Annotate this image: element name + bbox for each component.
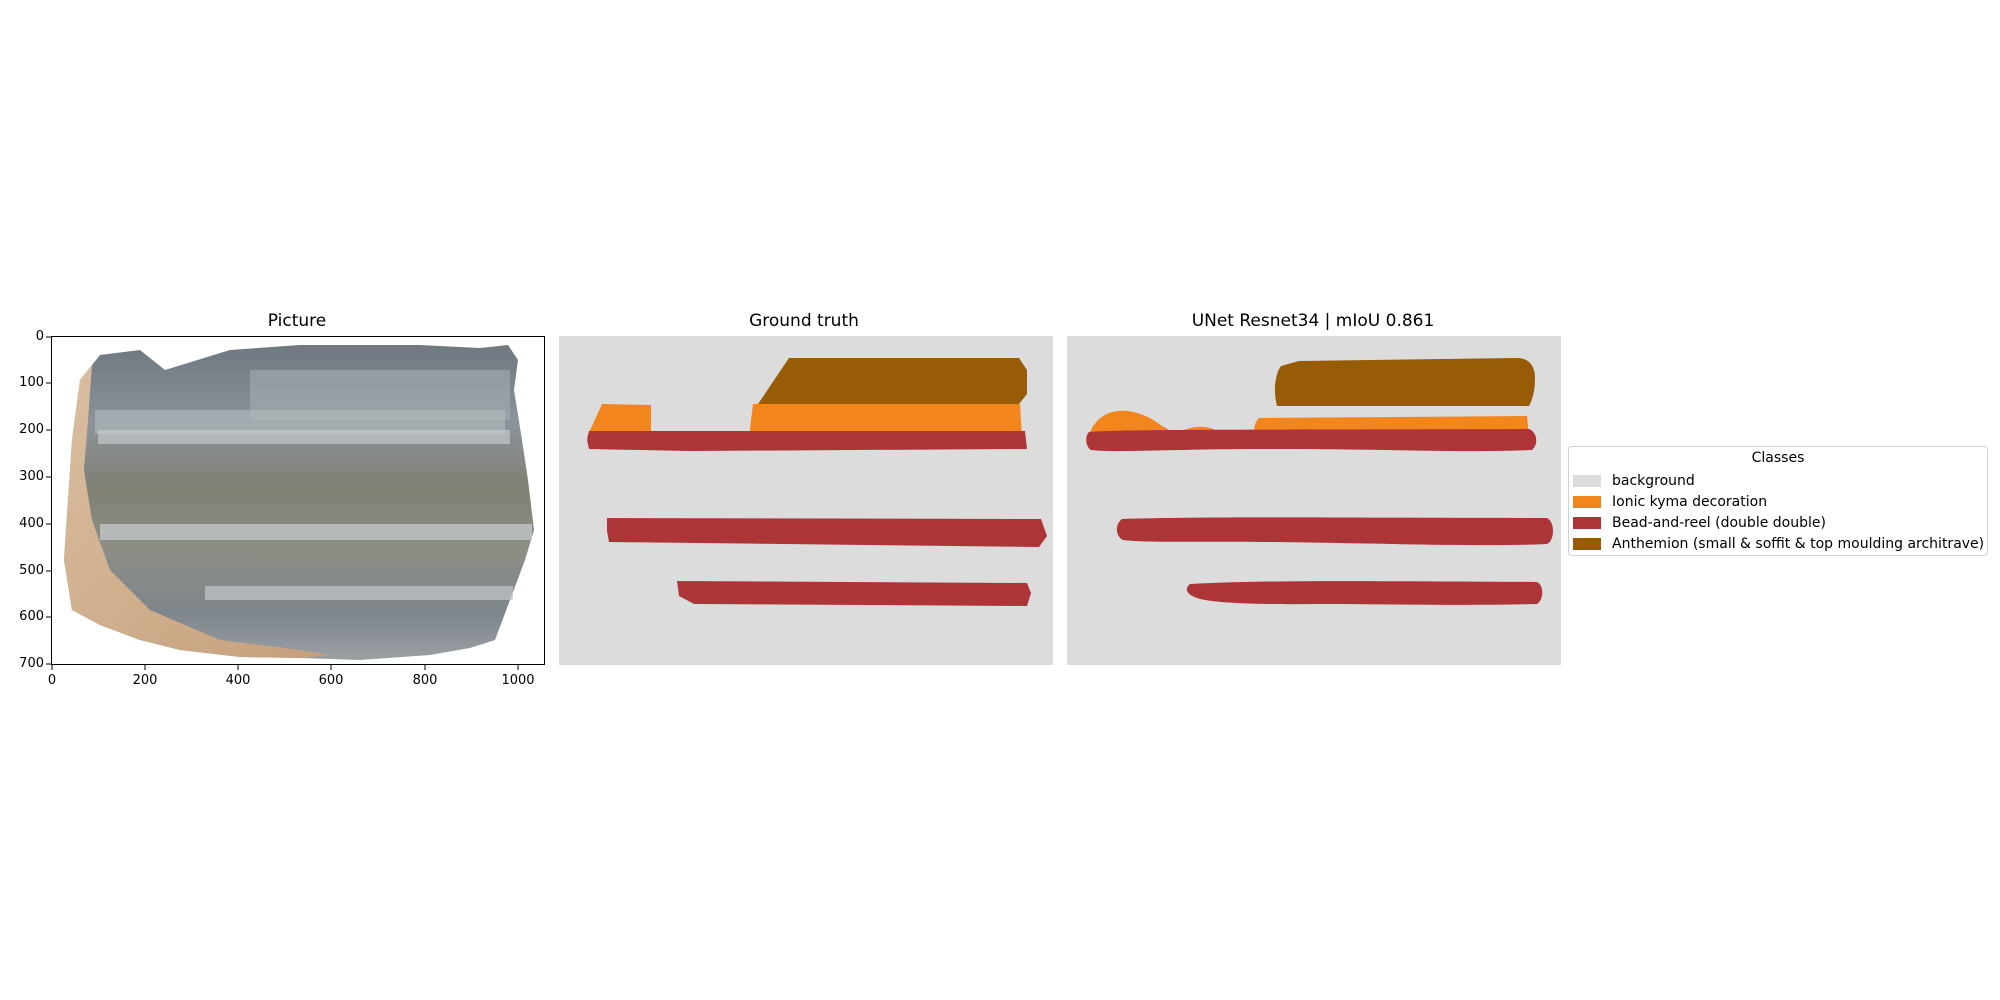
picture-axes	[46, 336, 545, 670]
y-tick-label: 700	[19, 656, 44, 671]
bead-reel-region-2	[607, 518, 1047, 547]
legend-swatch	[1573, 475, 1601, 487]
y-tick-label: 100	[19, 375, 44, 390]
ground-truth-title: Ground truth	[749, 311, 859, 331]
ground-truth-mask	[559, 336, 1053, 665]
bead-reel-region-1	[587, 431, 1027, 451]
bead-reel-region-3	[1186, 581, 1543, 605]
legend-swatch	[1573, 538, 1601, 550]
picture-axes-frame	[51, 336, 545, 665]
carved-bead-band-1	[98, 430, 510, 444]
y-tick-label: 0	[35, 329, 44, 344]
kyma-region-left	[587, 404, 651, 437]
y-tick-label: 500	[19, 563, 44, 578]
bead-reel-region-2	[1116, 517, 1553, 546]
prediction-title: UNet Resnet34 | mIoU 0.861	[1191, 311, 1435, 331]
x-tick-label: 1000	[501, 673, 535, 688]
carved-bead-band-2	[100, 524, 532, 540]
anthemion-region	[758, 358, 1027, 404]
x-tick-label: 600	[318, 673, 344, 688]
y-tick-label: 300	[19, 469, 44, 484]
legend-item-background: background	[1573, 471, 1695, 491]
picture-y-ticks	[46, 336, 51, 665]
bead-reel-region-3	[677, 581, 1031, 606]
legend-label: Bead-and-reel (double double)	[1612, 515, 1826, 531]
x-tick-label: 200	[132, 673, 158, 688]
legend-item-anthemion: Anthemion (small & soffit & top moulding…	[1573, 534, 1984, 554]
bead-reel-region-1	[1086, 429, 1537, 452]
y-tick-label: 600	[19, 609, 44, 624]
classes-legend: Classes background Ionic kyma decoration…	[1568, 446, 1988, 556]
legend-item-bead-and-reel: Bead-and-reel (double double)	[1573, 513, 1826, 533]
picture-title: Picture	[267, 311, 327, 331]
carved-bead-band-3	[205, 586, 513, 600]
kyma-region-right	[749, 404, 1022, 437]
legend-label: Anthemion (small & soffit & top moulding…	[1612, 536, 1985, 552]
legend-swatch	[1573, 496, 1601, 508]
legend-title: Classes	[1751, 450, 1805, 466]
x-tick-label: 800	[412, 673, 438, 688]
anthemion-region	[1274, 358, 1535, 406]
kyma-region-left	[1089, 410, 1217, 436]
picture-panel: 0 100 200 300 400 500 600 700 0 200 400 …	[0, 0, 560, 700]
legend-swatch	[1573, 517, 1601, 529]
legend-label: background	[1612, 473, 1695, 489]
y-tick-label: 400	[19, 516, 44, 531]
prediction-mask	[1067, 336, 1561, 665]
legend-label: Ionic kyma decoration	[1612, 494, 1768, 510]
picture-x-ticks	[51, 665, 519, 670]
x-tick-label: 400	[225, 673, 251, 688]
x-tick-label: 0	[47, 673, 57, 688]
y-tick-label: 200	[19, 422, 44, 437]
legend-item-ionic-kyma: Ionic kyma decoration	[1573, 492, 1767, 512]
